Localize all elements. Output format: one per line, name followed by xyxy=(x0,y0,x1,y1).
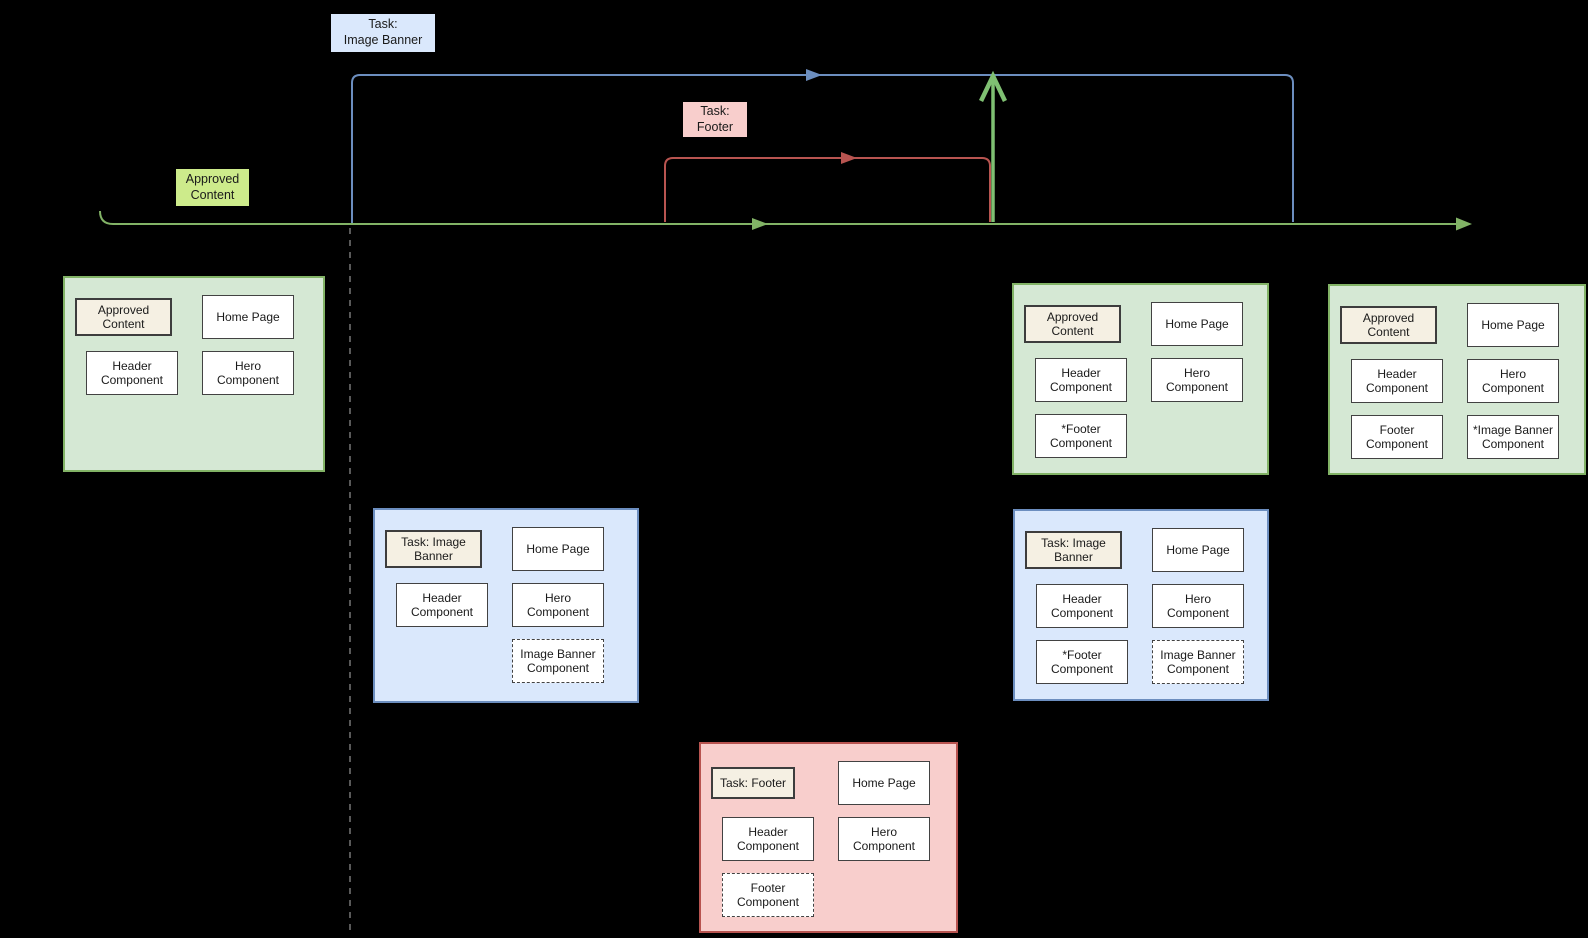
box-footer-component: *Footer Component xyxy=(1035,414,1127,458)
approved-content-timeline xyxy=(99,210,1456,225)
approved-timeline-end-arrowhead xyxy=(1456,217,1472,231)
box-home-page: Home Page xyxy=(1467,303,1559,347)
box-home-page: Home Page xyxy=(202,295,294,339)
task-image-banner-branch-line xyxy=(351,74,1294,223)
box-header-component: Header Component xyxy=(86,351,178,395)
box-header-component: Header Component xyxy=(1036,584,1128,628)
chip-approved-content: Approved Content xyxy=(1024,304,1121,344)
box-hero-component: Hero Component xyxy=(512,583,604,627)
box-footer-component: Footer Component xyxy=(722,873,814,917)
task-image-banner-arrowhead xyxy=(806,69,822,81)
task-footer-branch-line xyxy=(664,157,991,222)
box-footer-component: Footer Component xyxy=(1351,415,1443,459)
box-header-component: Header Component xyxy=(1351,359,1443,403)
box-hero-component: Hero Component xyxy=(1467,359,1559,403)
approved-content-label: Approved Content xyxy=(176,169,249,206)
chip-task-image-banner: Task: Image Banner xyxy=(1025,530,1122,570)
box-image-banner-component: *Image Banner Component xyxy=(1467,415,1559,459)
box-home-page: Home Page xyxy=(1152,528,1244,572)
box-hero-component: Hero Component xyxy=(1151,358,1243,402)
chip-approved-content: Approved Content xyxy=(75,297,172,337)
box-hero-component: Hero Component xyxy=(1152,584,1244,628)
task-footer-label: Task: Footer xyxy=(683,102,747,137)
chip-approved-content: Approved Content xyxy=(1340,305,1437,345)
chip-task-image-banner: Task: Image Banner xyxy=(385,529,482,569)
task-image-banner-label: Task: Image Banner xyxy=(331,14,435,52)
box-home-page: Home Page xyxy=(838,761,930,805)
task-footer-arrowhead xyxy=(841,152,857,164)
box-home-page: Home Page xyxy=(1151,302,1243,346)
box-footer-component: *Footer Component xyxy=(1036,640,1128,684)
merge-up-arrowhead xyxy=(978,70,1008,103)
box-home-page: Home Page xyxy=(512,527,604,571)
box-hero-component: Hero Component xyxy=(838,817,930,861)
box-image-banner-component: Image Banner Component xyxy=(512,639,604,683)
approved-timeline-mid-arrowhead xyxy=(752,218,768,230)
box-header-component: Header Component xyxy=(396,583,488,627)
box-header-component: Header Component xyxy=(722,817,814,861)
box-hero-component: Hero Component xyxy=(202,351,294,395)
chip-task-footer: Task: Footer xyxy=(711,767,796,799)
box-header-component: Header Component xyxy=(1035,358,1127,402)
box-image-banner-component: Image Banner Component xyxy=(1152,640,1244,684)
